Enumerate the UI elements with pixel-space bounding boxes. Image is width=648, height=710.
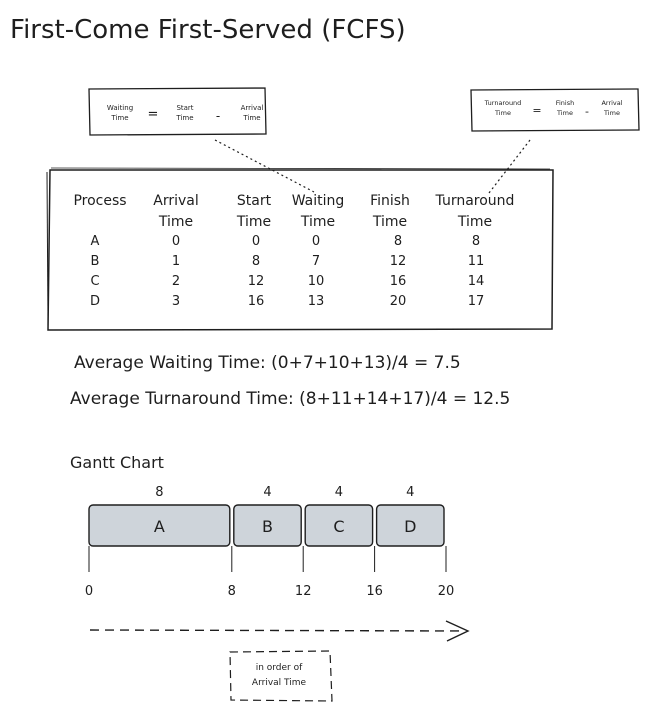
table-header-3: Waiting (292, 193, 345, 209)
table-cell-r1-c3: 7 (312, 254, 320, 269)
waiting-formula-lhs: Waiting (107, 104, 133, 112)
table-header-3-line2: Time (300, 214, 335, 230)
turnaround-formula-finish-2: Time (556, 109, 573, 117)
turnaround-formula-box: Turnaround Time = Finish Time - Arrival … (470, 88, 640, 132)
waiting-formula-arrival: Arrival (241, 104, 264, 112)
turnaround-formula-lhs-2: Time (494, 109, 511, 117)
gantt-block-label-b: B (262, 517, 273, 536)
table-cell-r2-c4: 16 (390, 274, 407, 289)
table-cell-r0-c2: 0 (252, 234, 260, 249)
table-header-2: Start (237, 193, 272, 209)
table-header-5: Turnaround (435, 193, 515, 209)
table-cell-r2-c5: 14 (468, 274, 485, 289)
waiting-formula-arrival-2: Time (242, 114, 260, 122)
waiting-formula-box: Waiting Time = Start Time - Arrival Time (88, 87, 267, 136)
table-cell-r2-c0: C (90, 274, 99, 289)
turnaround-formula-lhs: Turnaround (484, 99, 522, 107)
table-header-0: Process (73, 193, 126, 209)
table-header-5-line2: Time (457, 214, 492, 230)
table-cell-r3-c0: D (90, 294, 100, 309)
turnaround-formula-arrival: Arrival (601, 99, 622, 107)
gantt-duration-c: 4 (335, 485, 343, 500)
gantt-chart-label: Gantt Chart (70, 453, 164, 472)
table-header-4-line2: Time (372, 214, 407, 230)
turnaround-formula-eq: = (532, 104, 541, 117)
table-cell-r1-c5: 11 (468, 254, 485, 269)
table-cell-r1-c0: B (91, 254, 100, 269)
table-header-1: Arrival (153, 193, 199, 209)
waiting-formula-minus: - (216, 109, 220, 123)
note-line-2: Arrival Time (252, 678, 307, 688)
gantt-block-label-a: A (154, 517, 165, 536)
table-cell-r3-c2: 16 (248, 294, 265, 309)
gantt-block-b (233, 504, 302, 547)
waiting-formula-start: Start (176, 104, 193, 112)
gantt-duration-d: 4 (406, 485, 414, 500)
avg-waiting-time: Average Waiting Time: (0+7+10+13)/4 = 7.… (74, 353, 461, 373)
waiting-formula-eq: = (148, 107, 159, 122)
note-line-1: in order of (256, 663, 303, 673)
table-cell-r0-c0: A (91, 234, 100, 249)
table-cell-r0-c3: 0 (312, 234, 320, 249)
table-cell-r1-c2: 8 (252, 254, 260, 269)
table-cell-r1-c4: 12 (390, 254, 407, 269)
table-cell-r2-c2: 12 (248, 274, 265, 289)
gantt-tick-label-0: 0 (85, 584, 93, 599)
table-cell-r0-c5: 8 (472, 234, 480, 249)
gantt-block-a (88, 504, 231, 547)
gantt-duration-a: 8 (155, 485, 163, 500)
table-cell-r3-c4: 20 (390, 294, 407, 309)
table-cell-r2-c1: 2 (172, 274, 180, 289)
turnaround-formula-minus: - (585, 105, 589, 118)
gantt-tick-label-2: 12 (295, 584, 312, 599)
waiting-formula-lhs-2: Time (110, 114, 128, 122)
turnaround-connector (488, 139, 531, 194)
table-cell-r3-c3: 13 (308, 294, 325, 309)
table-header-1-line2: Time (158, 214, 193, 230)
gantt-block-label-c: C (333, 517, 344, 536)
gantt-block-d (375, 504, 445, 547)
table-cell-r0-c4: 8 (394, 234, 402, 249)
table-cell-r1-c1: 1 (172, 254, 180, 269)
gantt-tick-label-1: 8 (228, 584, 236, 599)
page-title: First-Come First-Served (FCFS) (10, 15, 406, 45)
table-cell-r0-c1: 0 (172, 234, 180, 249)
gantt-tick-label-4: 20 (438, 584, 455, 599)
arrival-order-note: in order of Arrival Time (229, 650, 333, 702)
gantt-block-label-d: D (404, 517, 416, 536)
gantt-duration-b: 4 (263, 485, 271, 500)
time-order-arrow (89, 620, 470, 642)
waiting-connector (214, 139, 315, 193)
gantt-tick-label-3: 16 (366, 584, 383, 599)
table-header-4: Finish (370, 193, 410, 209)
table-cell-r3-c5: 17 (468, 294, 485, 309)
table-frame (47, 169, 554, 331)
table-cell-r2-c3: 10 (308, 274, 325, 289)
waiting-formula-start-2: Time (175, 114, 193, 122)
turnaround-formula-finish: Finish (556, 99, 575, 107)
table-header-2-line2: Time (236, 214, 271, 230)
avg-turnaround-time: Average Turnaround Time: (8+11+14+17)/4 … (70, 389, 510, 409)
gantt-block-c (304, 504, 374, 547)
turnaround-formula-arrival-2: Time (603, 109, 620, 117)
table-cell-r3-c1: 3 (172, 294, 180, 309)
